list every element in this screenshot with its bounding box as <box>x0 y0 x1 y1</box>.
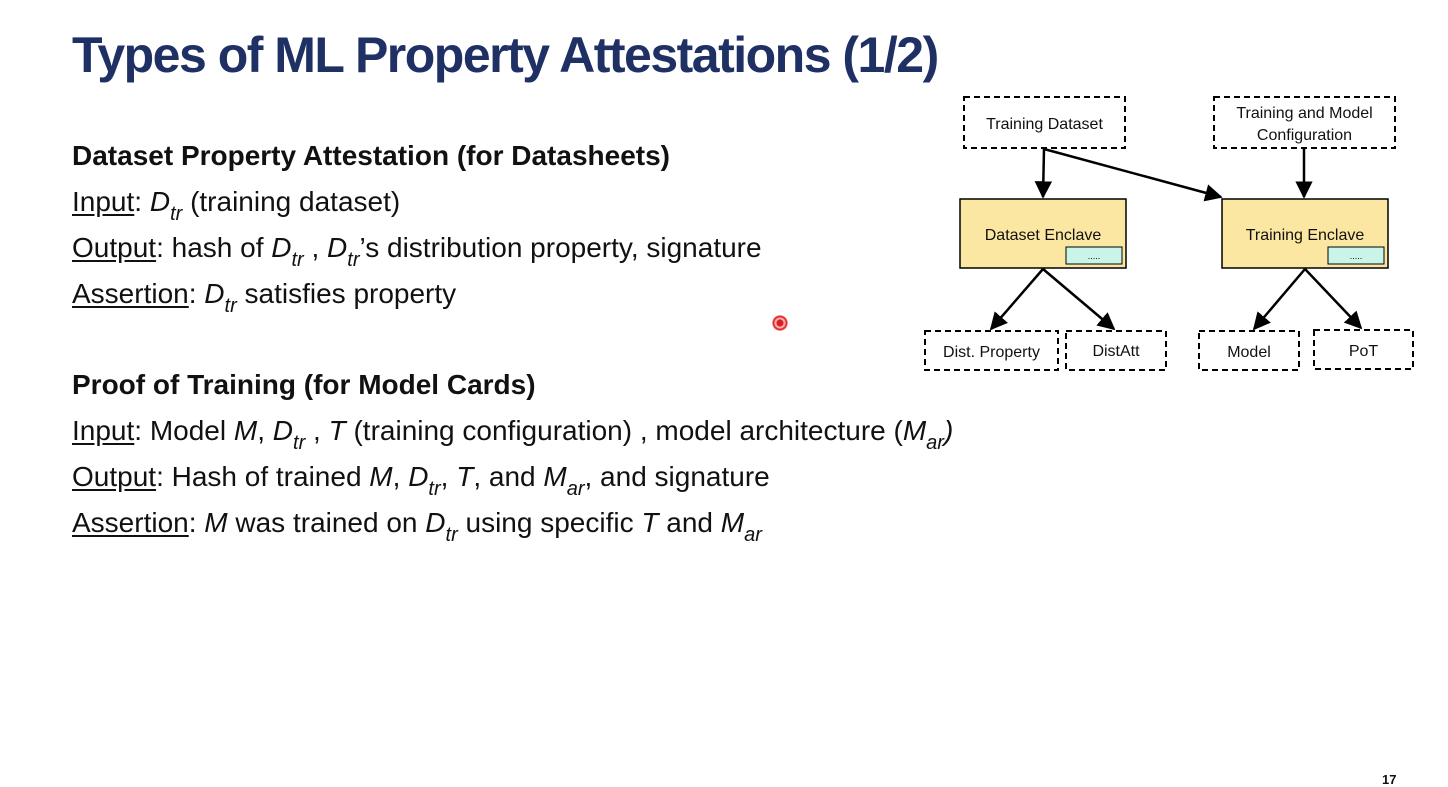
output-line: Output: hash of Dtr , Dtr’s distribution… <box>72 225 1072 271</box>
training-config-label-line1: Training and Model <box>1236 105 1372 122</box>
training-config-box: Training and Model Configuration <box>1213 96 1396 149</box>
input-label: Input <box>72 415 135 446</box>
var-d-subscript: tr <box>293 432 306 454</box>
var-d-subscript: tr <box>224 295 237 317</box>
output-text-and: , and <box>473 461 544 492</box>
output-text-pre: : Hash of trained <box>156 461 370 492</box>
separator: : <box>188 278 205 309</box>
var-d-subscript: tr <box>428 478 441 500</box>
dist-property-label: Dist. Property <box>943 344 1040 361</box>
var-m: M <box>902 415 927 446</box>
var-m: M <box>720 507 745 538</box>
input-label: Input <box>72 186 135 217</box>
training-enclave-label: Training Enclave <box>1246 227 1365 244</box>
var-t: T <box>641 507 659 538</box>
var-d: D <box>327 232 348 263</box>
var-m: M <box>233 415 258 446</box>
dataset-enclave-inner-text: ..... <box>1088 251 1101 261</box>
output-text-mid: , <box>303 232 328 263</box>
input-line: Input: Model M, Dtr , T (training config… <box>72 408 1072 454</box>
var-d: D <box>272 415 294 446</box>
var-d: D <box>408 461 429 492</box>
var-d: D <box>149 186 171 217</box>
pot-box: PoT <box>1313 329 1414 370</box>
model-label: Model <box>1227 344 1271 361</box>
output-text-pre: : hash of <box>156 232 272 263</box>
assertion-line: Assertion: M was trained on Dtr using sp… <box>72 500 1072 546</box>
output-text-rest: , and signature <box>584 461 770 492</box>
input-line: Input: Dtr (training dataset) <box>72 179 1072 225</box>
comma: , <box>305 415 329 446</box>
comma: , <box>257 415 273 446</box>
var-d: D <box>204 278 225 309</box>
var-d: D <box>425 507 446 538</box>
training-enclave-inner <box>1327 246 1385 265</box>
close-paren: ) <box>943 415 954 446</box>
input-text-pre: : Model <box>134 415 234 446</box>
training-enclave-inner-text: ..... <box>1350 251 1363 261</box>
output-text-rest: ’s distribution property, signature <box>359 232 762 263</box>
assertion-text-1: was trained on <box>227 507 426 538</box>
comma: , <box>392 461 409 492</box>
training-enclave-box: Training Enclave ..... <box>1221 198 1389 269</box>
input-text-mid: (training configuration) , model archite… <box>345 415 903 446</box>
assertion-text: satisfies property <box>236 278 457 309</box>
var-m-subscript: ar <box>744 524 762 546</box>
arrow-training-enclave-to-pot <box>1304 268 1363 330</box>
var-m-subscript: ar <box>566 478 585 500</box>
assertion-line: Assertion: Dtr satisfies property <box>72 271 1072 317</box>
output-line: Output: Hash of trained M, Dtr, T, and M… <box>72 454 1072 500</box>
var-m-subscript: ar <box>926 432 944 454</box>
input-text: (training dataset) <box>182 186 401 217</box>
assertion-label: Assertion <box>72 278 189 309</box>
var-m: M <box>543 461 567 492</box>
training-config-label-line2: Configuration <box>1257 127 1352 144</box>
separator: : <box>134 186 150 217</box>
comma: , <box>440 461 457 492</box>
section-heading: Dataset Property Attestation (for Datash… <box>72 140 670 171</box>
page-number: 17 <box>1382 772 1397 787</box>
var-d-subscript: tr <box>291 249 304 271</box>
var-t: T <box>328 415 346 446</box>
laser-pointer-dot <box>772 315 788 331</box>
assertion-label: Assertion <box>72 507 189 538</box>
distatt-box: DistAtt <box>1065 330 1167 371</box>
var-m: M <box>204 507 228 538</box>
dataset-enclave-inner <box>1065 246 1123 265</box>
slide-title: Types of ML Property Attestations (1/2) <box>72 27 939 83</box>
var-d-subscript: tr <box>445 524 458 546</box>
distatt-label: DistAtt <box>1092 343 1140 360</box>
var-d: D <box>271 232 292 263</box>
var-t: T <box>456 461 474 492</box>
output-label: Output <box>72 232 157 263</box>
assertion-text-3: and <box>658 507 721 538</box>
separator: : <box>188 507 205 538</box>
output-label: Output <box>72 461 157 492</box>
model-box: Model <box>1198 330 1300 371</box>
pot-label: PoT <box>1349 343 1379 360</box>
arrow-training-enclave-to-model <box>1252 268 1306 331</box>
var-d-subscript: tr <box>170 203 183 225</box>
var-m: M <box>369 461 393 492</box>
section-dataset-property-attestation: Dataset Property Attestation (for Datash… <box>72 133 1072 317</box>
var-d-subscript: tr <box>347 249 360 271</box>
section-heading: Proof of Training (for Model Cards) <box>72 369 536 400</box>
section-proof-of-training: Proof of Training (for Model Cards) Inpu… <box>72 362 1072 546</box>
assertion-text-2: using specific <box>457 507 642 538</box>
training-dataset-label: Training Dataset <box>986 116 1103 133</box>
